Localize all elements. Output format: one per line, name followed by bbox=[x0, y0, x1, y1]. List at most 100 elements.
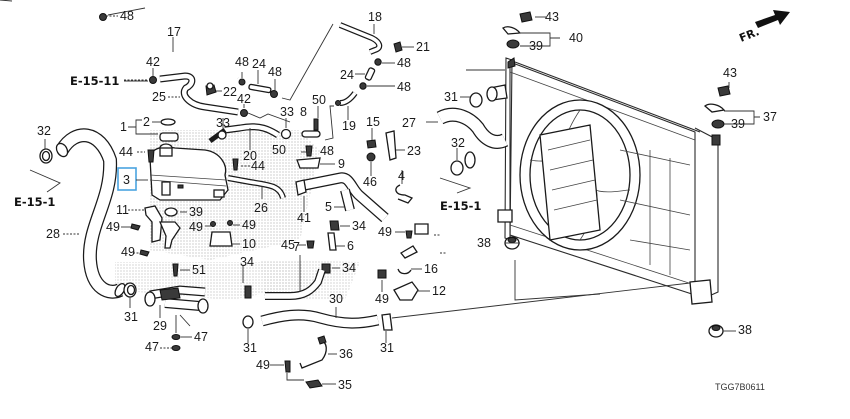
bolt-45[interactable] bbox=[306, 240, 315, 249]
radiator-fan-assembly[interactable] bbox=[486, 57, 721, 305]
clamp-31a[interactable] bbox=[123, 282, 137, 298]
cap-1[interactable] bbox=[159, 132, 179, 142]
label-49: 49 bbox=[256, 358, 270, 372]
label-12: 12 bbox=[432, 284, 446, 298]
fitting-41[interactable] bbox=[295, 179, 307, 196]
label-46: 46 bbox=[363, 175, 377, 189]
label-29: 29 bbox=[153, 319, 167, 333]
label-18: 18 bbox=[368, 10, 382, 24]
label-25: 25 bbox=[152, 90, 166, 104]
label-6: 6 bbox=[347, 239, 354, 253]
clamps-31-lower[interactable] bbox=[242, 313, 393, 331]
label-31: 31 bbox=[444, 90, 458, 104]
leaders-brackets bbox=[121, 209, 240, 254]
label-4: 4 bbox=[398, 169, 405, 183]
part-labels: 48 17 18 21 48 24 48 48 24 48 42 22 25 4… bbox=[37, 9, 777, 392]
bracket-9[interactable] bbox=[296, 145, 321, 169]
label-32: 32 bbox=[37, 124, 51, 138]
joint-6-and-clamps-34[interactable] bbox=[244, 220, 340, 299]
label-44: 44 bbox=[119, 145, 133, 159]
label-49: 49 bbox=[375, 292, 389, 306]
diagram-code: TGG7B0611 bbox=[715, 382, 765, 392]
gasket-2[interactable] bbox=[160, 118, 176, 126]
ref-e15-1-right[interactable]: E-15-1 bbox=[440, 199, 481, 213]
clip-35[interactable] bbox=[305, 379, 323, 389]
water-pipe-5[interactable] bbox=[303, 172, 389, 223]
label-34: 34 bbox=[240, 255, 254, 269]
hose-26[interactable] bbox=[227, 175, 286, 199]
clamp-22[interactable] bbox=[205, 82, 217, 96]
label-23: 23 bbox=[407, 144, 421, 158]
clamps-33[interactable] bbox=[217, 128, 292, 140]
bolts-44[interactable] bbox=[147, 149, 239, 171]
label-41: 41 bbox=[297, 211, 311, 225]
label-11: 11 bbox=[116, 203, 129, 217]
highlight-box-3 bbox=[117, 167, 137, 191]
label-31: 31 bbox=[243, 341, 257, 355]
hose-25[interactable] bbox=[149, 72, 248, 117]
label-37: 37 bbox=[763, 110, 777, 124]
clamp-32a[interactable] bbox=[39, 148, 53, 164]
label-8: 8 bbox=[300, 105, 307, 119]
bracket-10[interactable] bbox=[209, 220, 233, 247]
leaders-lower-hose bbox=[247, 282, 691, 385]
front-marker-label: FR. bbox=[737, 25, 761, 45]
hose-19[interactable] bbox=[335, 91, 358, 106]
fitting-15-23-46[interactable] bbox=[366, 130, 397, 162]
label-38: 38 bbox=[477, 236, 491, 250]
hose-8-and-50[interactable] bbox=[301, 118, 321, 138]
label-48: 48 bbox=[320, 144, 334, 158]
label-32: 32 bbox=[451, 136, 465, 150]
washers-47[interactable] bbox=[171, 334, 181, 351]
leaders-tank bbox=[128, 118, 287, 199]
bolt-51[interactable] bbox=[172, 263, 179, 277]
front-direction-arrow bbox=[755, 10, 790, 28]
label-19: 19 bbox=[342, 119, 356, 133]
clip-4[interactable] bbox=[395, 184, 414, 204]
section-references: E-15-11 E-15-1 E-15-1 bbox=[14, 74, 481, 213]
leaders-lower-center bbox=[242, 225, 446, 292]
label-16: 16 bbox=[424, 262, 438, 276]
leaders-top-left bbox=[106, 7, 334, 123]
clips-center-right[interactable] bbox=[377, 223, 429, 301]
joint-24[interactable] bbox=[238, 78, 278, 98]
label-1: 1 bbox=[120, 120, 127, 134]
bracket-11[interactable] bbox=[144, 205, 181, 249]
label-22: 22 bbox=[223, 85, 237, 99]
label-47: 47 bbox=[145, 340, 159, 354]
cushion-39[interactable] bbox=[164, 207, 178, 217]
hose-7[interactable] bbox=[265, 268, 326, 300]
leaders-lower-left bbox=[159, 269, 192, 349]
hose-27[interactable] bbox=[436, 107, 509, 169]
mount-cushions-38[interactable] bbox=[504, 236, 724, 338]
bypass-hose-17[interactable] bbox=[87, 13, 239, 80]
ref-e15-11[interactable]: E-15-11 bbox=[70, 74, 119, 88]
label-27: 27 bbox=[402, 116, 416, 130]
clip-21[interactable] bbox=[393, 41, 403, 53]
label-48: 48 bbox=[268, 65, 282, 79]
label-26: 26 bbox=[254, 201, 268, 215]
clamps-radiator[interactable] bbox=[450, 92, 483, 176]
lower-hose-30[interactable] bbox=[260, 309, 380, 329]
leaders-radiator bbox=[426, 16, 760, 332]
bolt-49-bottom[interactable] bbox=[284, 360, 291, 373]
upper-hose-28[interactable] bbox=[54, 128, 127, 299]
label-44: 44 bbox=[251, 159, 265, 173]
leaders-left bbox=[29, 139, 131, 308]
ref-e15-1-left[interactable]: E-15-1 bbox=[14, 195, 55, 209]
joint-24b[interactable] bbox=[359, 58, 382, 90]
reserve-tank-3[interactable] bbox=[149, 143, 229, 201]
leaders-top-center bbox=[324, 24, 414, 141]
label-48: 48 bbox=[397, 56, 411, 70]
water-pipe-29[interactable] bbox=[144, 285, 209, 314]
hose-18[interactable] bbox=[338, 22, 383, 55]
bracket-36[interactable] bbox=[299, 335, 327, 369]
label-3[interactable]: 3 bbox=[123, 173, 130, 187]
label-48: 48 bbox=[235, 55, 249, 69]
mount-parts-top[interactable] bbox=[502, 11, 731, 129]
label-49: 49 bbox=[189, 220, 203, 234]
label-39: 39 bbox=[731, 117, 745, 131]
label-10: 10 bbox=[242, 237, 256, 251]
label-39: 39 bbox=[189, 205, 203, 219]
